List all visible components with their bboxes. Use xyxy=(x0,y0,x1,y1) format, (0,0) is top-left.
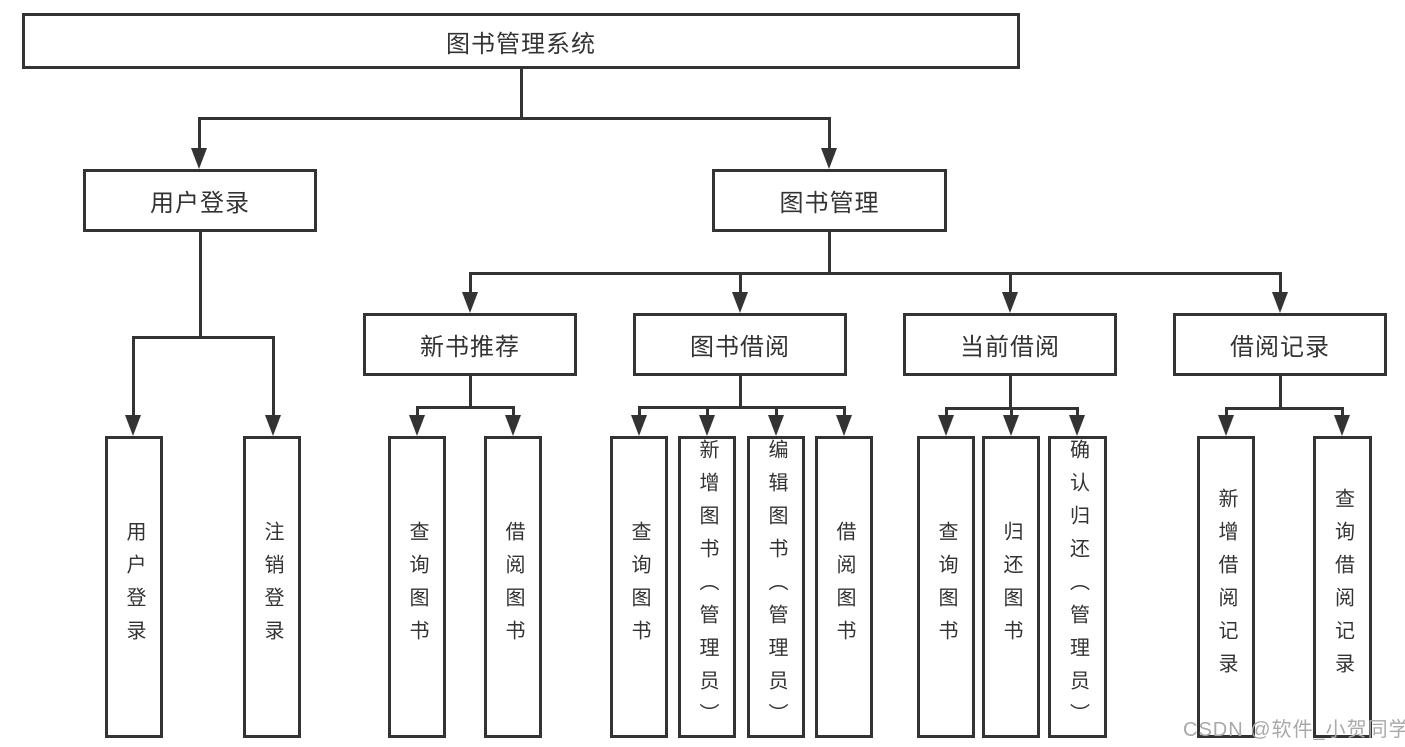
node-borrow-records-label: 借阅记录 xyxy=(1230,334,1330,361)
arrowhead-down-icon xyxy=(732,292,748,313)
arrowhead-down-icon xyxy=(1272,292,1288,313)
arrowhead-down-icon xyxy=(265,415,281,436)
leaf-query-borrow-record-label: 查询借阅记录 xyxy=(1331,488,1354,686)
leaf-return-book: 归还图书 xyxy=(982,436,1040,738)
leaf-edit-book-admin-label: 编辑图书（管理员） xyxy=(765,438,787,736)
csdn-watermark: CSDN @软件_小贺同学 xyxy=(1183,719,1405,741)
connector-line xyxy=(739,376,742,409)
connector-line xyxy=(638,406,845,409)
arrowhead-down-icon xyxy=(409,415,425,436)
leaf-query-borrow-record: 查询借阅记录 xyxy=(1313,436,1372,738)
connector-line xyxy=(1225,407,1228,420)
node-system-root: 图书管理系统 xyxy=(22,13,1020,69)
arrowhead-down-icon xyxy=(191,148,207,169)
connector-line xyxy=(272,336,275,420)
arrowhead-down-icon xyxy=(1003,415,1019,436)
arrowhead-down-icon xyxy=(938,415,954,436)
connector-line xyxy=(416,406,419,420)
arrowhead-down-icon xyxy=(631,415,647,436)
leaf-add-borrow-record-label: 新增借阅记录 xyxy=(1215,488,1237,686)
connector-line xyxy=(132,336,135,420)
node-current-borrow: 当前借阅 xyxy=(903,313,1117,376)
connector-line xyxy=(843,406,846,420)
arrowhead-down-icon xyxy=(836,415,852,436)
arrowhead-down-icon xyxy=(462,292,478,313)
node-book-borrow: 图书借阅 xyxy=(633,313,847,376)
node-system-root-label: 图书管理系统 xyxy=(446,30,596,58)
arrowhead-down-icon xyxy=(1002,292,1018,313)
connector-line xyxy=(828,117,831,153)
arrowhead-down-icon xyxy=(125,415,141,436)
leaf-logout-label: 注销登录 xyxy=(261,521,283,653)
leaf-query-books-current-label: 查询图书 xyxy=(935,521,957,653)
connector-line xyxy=(1010,407,1013,420)
connector-line xyxy=(469,272,1281,275)
connector-line xyxy=(1009,272,1012,297)
leaf-borrow-books: 借阅图书 xyxy=(815,436,873,738)
leaf-logout: 注销登录 xyxy=(243,436,301,738)
connector-line xyxy=(828,232,831,275)
arrowhead-down-icon xyxy=(768,415,784,436)
arrowhead-down-icon xyxy=(505,415,521,436)
connector-line xyxy=(739,272,742,297)
leaf-query-books-current: 查询图书 xyxy=(917,436,975,738)
arrowhead-down-icon xyxy=(821,148,837,169)
leaf-query-books-recommend-label: 查询图书 xyxy=(406,521,428,653)
node-user-login: 用户登录 xyxy=(83,169,317,232)
arrowhead-down-icon xyxy=(1218,415,1234,436)
connector-line xyxy=(469,272,472,297)
leaf-borrow-books-recommend-label: 借阅图书 xyxy=(502,521,524,653)
connector-line xyxy=(512,406,515,420)
leaf-confirm-return-admin: 确认归还（管理员） xyxy=(1048,436,1107,738)
leaf-user-login-label: 用户登录 xyxy=(123,521,145,653)
connector-line xyxy=(520,69,523,120)
connector-line xyxy=(945,407,948,420)
node-user-login-label: 用户登录 xyxy=(150,190,250,217)
connector-line xyxy=(1225,407,1343,410)
arrowhead-down-icon xyxy=(1069,415,1085,436)
connector-line xyxy=(469,376,472,409)
connector-line xyxy=(1076,407,1079,420)
leaf-query-books-borrow: 查询图书 xyxy=(610,436,668,738)
leaf-confirm-return-admin-label: 确认归还（管理员） xyxy=(1066,438,1089,736)
connector-line xyxy=(198,117,201,153)
leaf-add-book-admin-label: 新增图书（管理员） xyxy=(696,438,718,736)
node-book-management: 图书管理 xyxy=(712,169,947,232)
node-book-borrow-label: 图书借阅 xyxy=(690,334,790,361)
leaf-add-borrow-record: 新增借阅记录 xyxy=(1197,436,1255,738)
node-book-management-label: 图书管理 xyxy=(779,190,880,217)
node-current-borrow-label: 当前借阅 xyxy=(960,334,1060,361)
arrowhead-down-icon xyxy=(699,415,715,436)
connector-line xyxy=(416,406,514,409)
leaf-borrow-books-label: 借阅图书 xyxy=(833,521,855,653)
leaf-query-books-borrow-label: 查询图书 xyxy=(628,521,650,653)
node-borrow-records: 借阅记录 xyxy=(1173,313,1387,376)
connector-line xyxy=(638,406,641,420)
connector-line xyxy=(775,406,778,420)
arrowhead-down-icon xyxy=(1334,415,1350,436)
leaf-query-books-recommend: 查询图书 xyxy=(388,436,446,738)
connector-line xyxy=(132,336,274,339)
connector-line xyxy=(1009,376,1012,410)
connector-line xyxy=(198,117,830,120)
connector-line xyxy=(199,232,202,339)
node-new-book-recommend: 新书推荐 xyxy=(363,313,577,376)
connector-line xyxy=(1341,407,1344,420)
leaf-edit-book-admin: 编辑图书（管理员） xyxy=(747,436,805,738)
leaf-user-login: 用户登录 xyxy=(105,436,163,738)
leaf-borrow-books-recommend: 借阅图书 xyxy=(484,436,542,738)
leaf-return-book-label: 归还图书 xyxy=(1000,521,1022,653)
leaf-add-book-admin: 新增图书（管理员） xyxy=(678,436,736,738)
connector-line xyxy=(1279,376,1282,410)
connector-line xyxy=(1279,272,1282,297)
node-new-book-recommend-label: 新书推荐 xyxy=(420,334,520,361)
connector-line xyxy=(706,406,709,420)
